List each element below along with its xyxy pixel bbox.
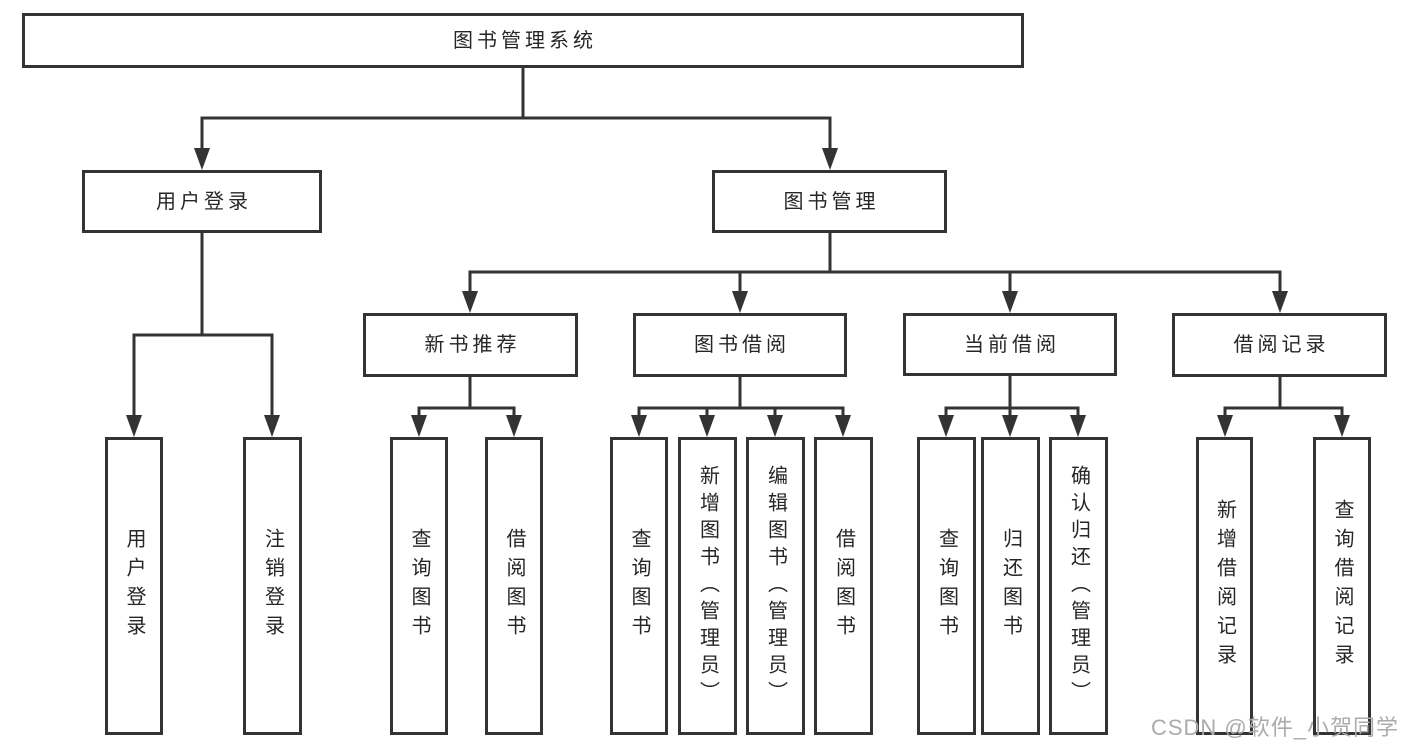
leaf-return-books: 归还图书 — [981, 437, 1040, 735]
node-library-system: 图书管理系统 — [22, 13, 1024, 68]
watermark: CSDN @软件_小贺同学 — [1150, 715, 1399, 740]
node-borrowing-records: 借阅记录 — [1172, 313, 1387, 377]
node-new-book-recommendation: 新书推荐 — [363, 313, 578, 377]
leaf-confirm-return-admin: 确认归还（管理员） — [1049, 437, 1108, 735]
node-user-login: 用户登录 — [82, 170, 322, 233]
node-book-borrowing: 图书借阅 — [633, 313, 847, 377]
leaf-edit-books-admin: 编辑图书（管理员） — [746, 437, 805, 735]
leaf-add-borrow-record: 新增借阅记录 — [1196, 437, 1253, 735]
leaf-add-books-admin: 新增图书（管理员） — [678, 437, 737, 735]
leaf-query-books-recommend: 查询图书 — [390, 437, 448, 735]
leaf-query-borrow-record: 查询借阅记录 — [1313, 437, 1371, 735]
leaf-query-books-current: 查询图书 — [917, 437, 976, 735]
leaf-user-login: 用户登录 — [105, 437, 163, 735]
leaf-query-books-borrowing: 查询图书 — [610, 437, 668, 735]
leaf-borrow-books-recommend: 借阅图书 — [485, 437, 543, 735]
leaf-logout: 注销登录 — [243, 437, 302, 735]
leaf-borrow-books-borrowing: 借阅图书 — [814, 437, 873, 735]
node-current-borrowing: 当前借阅 — [903, 313, 1117, 376]
node-book-management: 图书管理 — [712, 170, 947, 233]
